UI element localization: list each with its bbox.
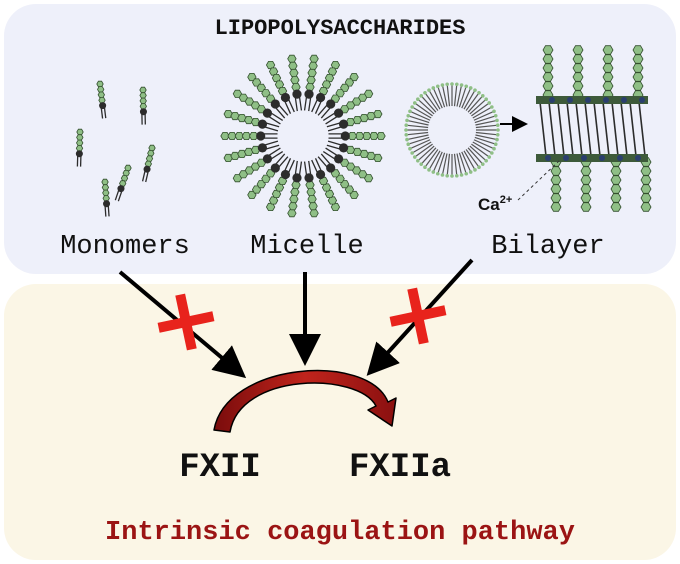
pathway-label: Intrinsic coagulation pathway xyxy=(105,518,575,548)
vesicle-illustration xyxy=(404,82,500,178)
activation-arrow xyxy=(213,369,397,433)
bilayer-zoom-illustration xyxy=(536,45,652,212)
lps-forms-panel xyxy=(4,4,676,274)
calcium-ion-label: Ca2+ xyxy=(478,194,512,214)
fxii-label: FXII xyxy=(179,449,261,487)
ion-leader-line xyxy=(517,159,561,201)
coagulation-panel xyxy=(4,284,676,560)
bilayer-inhibition-cross xyxy=(389,287,447,345)
fxiia-label: FXIIa xyxy=(349,449,451,487)
micelle-label: Micelle xyxy=(250,232,363,262)
micelle-illustration xyxy=(220,54,386,218)
bilayer-label: Bilayer xyxy=(491,232,604,262)
monomers-illustration xyxy=(75,80,156,217)
monomers-label: Monomers xyxy=(60,232,190,262)
panel-title: LIPOPOLYSACCHARIDES xyxy=(215,16,466,41)
monomers-inhibition-cross xyxy=(157,293,215,351)
